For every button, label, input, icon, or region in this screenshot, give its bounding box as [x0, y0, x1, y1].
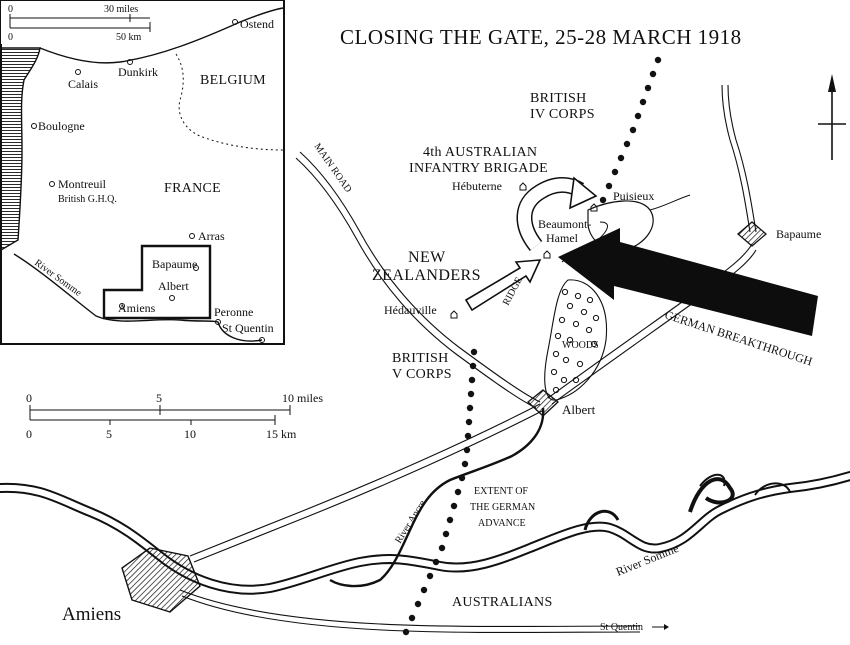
inset-dunkirk-label: Dunkirk — [118, 65, 158, 79]
british-iv-label-1: BRITISH — [530, 91, 587, 106]
inset-scale-km-50: 50 km — [116, 32, 142, 43]
inset-arras-label: Arras — [198, 229, 225, 243]
front-line-south — [402, 348, 478, 636]
inset-ostend-label: Ostend — [240, 17, 274, 31]
australians-label: AUSTRALIANS — [452, 595, 553, 610]
inset-amiens-label: Amiens — [118, 301, 156, 315]
inset-peronne-label: Peronne — [214, 305, 253, 319]
bapaume-label: Bapaume — [776, 227, 821, 241]
albert-town-icon — [527, 389, 559, 417]
extent-label-1: EXTENT OF — [474, 486, 528, 497]
inset-map — [0, 0, 285, 345]
north-arrow-icon — [818, 74, 846, 160]
scale-bar — [29, 405, 291, 425]
map-title: CLOSING THE GATE, 25-28 MARCH 1918 — [340, 25, 742, 49]
bapaume-town-icon — [737, 221, 767, 247]
scale-miles-0: 0 — [26, 391, 32, 405]
beaumont-label-1: Beaumont- — [538, 217, 591, 231]
new-zealanders-label-2: ZEALANDERS — [372, 267, 481, 284]
brigade-arrow-fill — [518, 178, 584, 251]
british-v-label-1: BRITISH — [392, 351, 449, 366]
front-line-north — [599, 56, 662, 204]
albert-label: Albert — [562, 402, 596, 417]
inset-st-quentin-label: St Quentin — [222, 321, 274, 335]
puisieux-stream — [649, 194, 691, 211]
st-quentin-road-label: St Quentin — [600, 622, 643, 633]
german-breakthrough-arrow — [558, 228, 818, 336]
inset-bapaume-label: Bapaume — [152, 257, 197, 271]
inset-belgium-label: BELGIUM — [200, 73, 266, 88]
inset-scale-miles-30: 30 miles — [104, 4, 138, 15]
inset-boulogne-label: Boulogne — [38, 119, 85, 133]
aus-brigade-label-1: 4th AUSTRALIAN — [423, 145, 537, 160]
village-icon — [450, 182, 598, 319]
extent-label-3: ADVANCE — [478, 518, 526, 529]
river-ancre — [329, 407, 545, 588]
scale-miles-10: 10 miles — [282, 391, 323, 405]
inset-montreuil-label: Montreuil — [58, 177, 107, 191]
scale-miles-5: 5 — [156, 391, 162, 405]
scale-km-5: 5 — [106, 427, 112, 441]
inset-calais-label: Calais — [68, 77, 98, 91]
amiens-town-icon — [121, 547, 201, 613]
aus-brigade-label-2: INFANTRY BRIGADE — [409, 161, 548, 176]
main-road-label: MAIN ROAD — [312, 141, 354, 194]
british-v-label-2: V CORPS — [392, 367, 452, 382]
river-ancre-label: River Ancre — [393, 498, 428, 546]
new-zealanders-arrow — [464, 259, 542, 312]
scale-km-15: 15 km — [266, 427, 297, 441]
scale-km-10: 10 — [184, 427, 196, 441]
hebuterne-label: Hébuterne — [452, 179, 502, 193]
extent-label-2: THE GERMAN — [470, 502, 535, 513]
woods-label: WOODS — [562, 340, 599, 351]
puisieux-label: Puisieux — [613, 189, 654, 203]
inset-scale-km-0: 0 — [8, 32, 13, 43]
inset-scale-miles-0: 0 — [8, 4, 13, 15]
hedauville-label: Hédauville — [384, 303, 437, 317]
inset-albert-label: Albert — [158, 279, 189, 293]
amiens-label: Amiens — [62, 604, 121, 625]
st-quentin-arrow-icon — [652, 624, 669, 630]
inset-ghq-label: British G.H.Q. — [58, 194, 117, 205]
inset-france-label: FRANCE — [164, 181, 221, 196]
scale-km-0: 0 — [26, 427, 32, 441]
brigade-arrowhead — [569, 176, 598, 210]
british-iv-label-2: IV CORPS — [530, 107, 595, 122]
roads — [179, 84, 757, 634]
new-zealanders-label-1: NEW — [408, 249, 446, 266]
beaumont-label-2: Hamel — [546, 231, 579, 245]
